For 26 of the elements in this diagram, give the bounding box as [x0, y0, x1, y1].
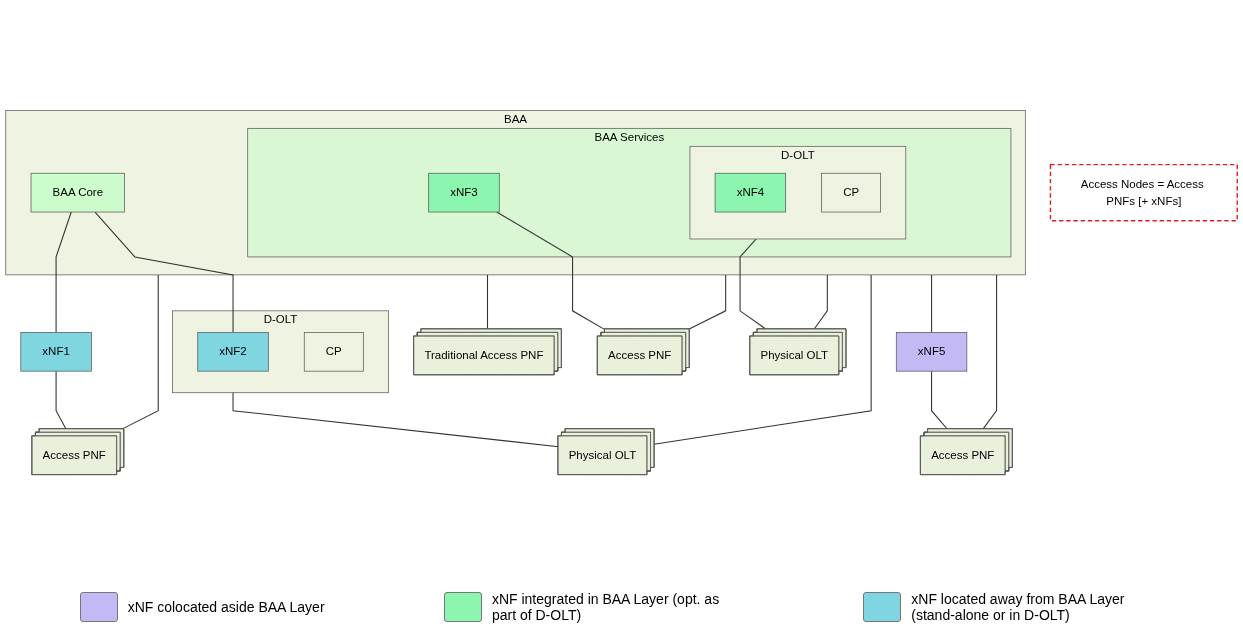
connector	[496, 211, 606, 331]
node-box: xNF4	[714, 172, 786, 213]
connector	[739, 238, 766, 330]
connector	[486, 274, 489, 330]
connector	[122, 274, 159, 430]
node-box: BAA Core	[30, 172, 125, 213]
connector	[931, 274, 933, 333]
connector	[982, 274, 998, 430]
node-box: xNF2	[197, 332, 269, 372]
connector	[55, 211, 72, 333]
node-box: CP	[821, 172, 881, 213]
node-box: xNF3	[428, 172, 500, 213]
legend-label: xNF located away from BAA Layer (stand-alone or in D-OLT)	[911, 591, 1126, 623]
legend-label: xNF colocated aside BAA Layer	[127, 599, 325, 615]
connector	[813, 274, 828, 330]
legend-label: xNF integrated in BAA Layer (opt. as part of D-OLT)	[491, 591, 721, 623]
connector	[55, 370, 67, 430]
connector	[94, 211, 234, 333]
node-box: Access Nodes = Access PNFs [+ xNFs]	[1049, 163, 1238, 222]
connector	[653, 274, 872, 445]
connector	[931, 370, 948, 430]
connector	[688, 274, 727, 330]
node-box: CP	[303, 332, 364, 372]
node-box: xNF1	[20, 332, 92, 372]
node-box: xNF5	[895, 332, 968, 372]
connector	[232, 392, 559, 448]
